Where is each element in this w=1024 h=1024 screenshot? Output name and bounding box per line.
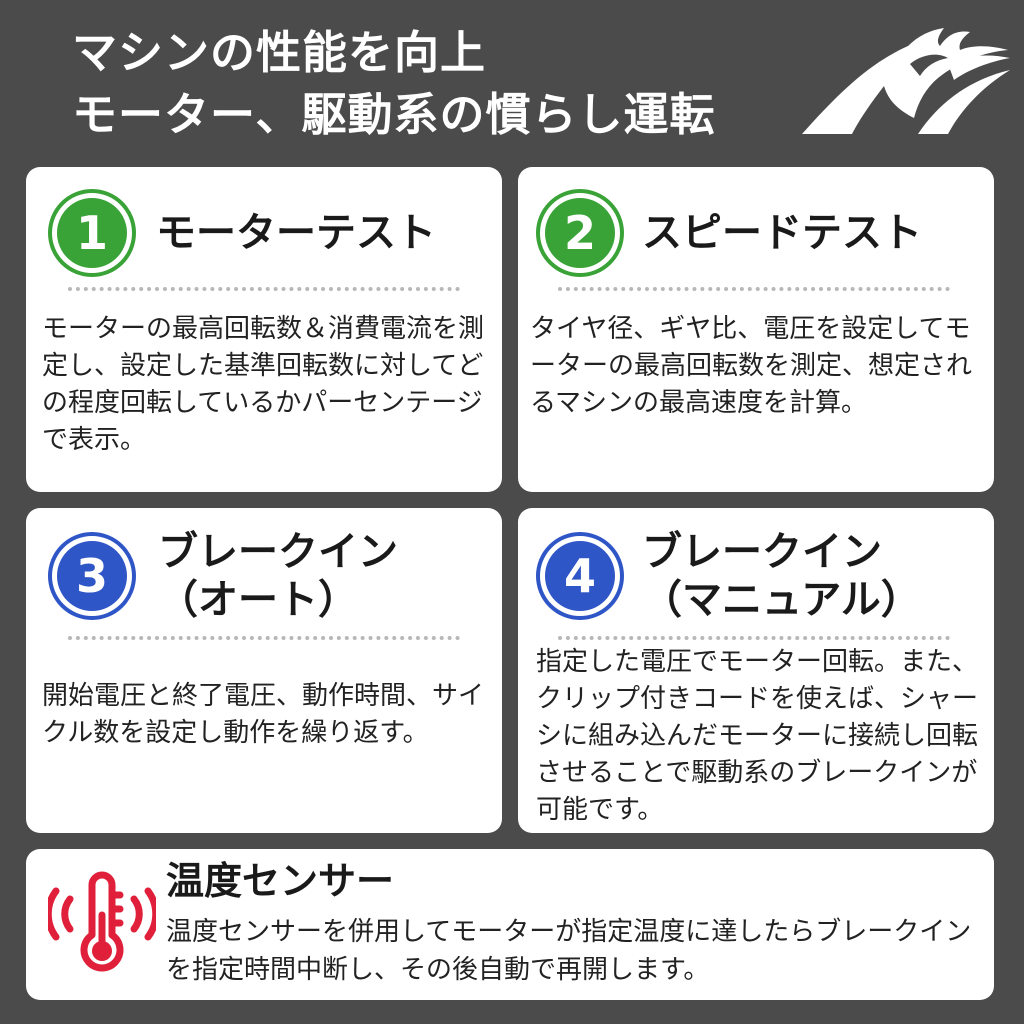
dotted-divider (68, 287, 460, 291)
dotted-divider (68, 636, 460, 640)
headline-line-1: マシンの性能を向上 (72, 26, 487, 79)
dotted-divider (558, 287, 950, 291)
sensor-description: 温度センサーを併用してモーターが指定温度に達したらブレークインを指定時間中断し、… (166, 917, 972, 985)
card-title: スピードテスト (642, 210, 922, 256)
headline-line-2: モーター、駆動系の慣らし運転 (72, 88, 716, 141)
card-title: ブレークイン （マニュアル） (642, 529, 921, 623)
feature-card-speed-test: 2 スピードテスト タイヤ径、ギヤ比、電圧を設定してモーターの最高回転数を測定、… (518, 167, 994, 492)
card-description: モーターの最高回転数＆消費電流を測定し、設定した基準回転数に対してどの程度回転し… (42, 314, 485, 455)
page-headline: マシンの性能を向上 モーター、駆動系の慣らし運転 (72, 22, 716, 146)
number-badge-1: 1 (48, 189, 136, 277)
card-title: モーターテスト (156, 210, 436, 256)
temperature-sensor-card: 温度センサー 温度センサーを併用してモーターが指定温度に達したらブレークインを指… (26, 849, 994, 1000)
card-description: 開始電圧と終了電圧、動作時間、サイクル数を設定し動作を繰り返す。 (42, 681, 485, 748)
card-title: ブレークイン （オート） (158, 529, 398, 623)
number-badge-3: 3 (48, 532, 136, 620)
dotted-divider (558, 636, 950, 640)
thermometer-icon (48, 871, 156, 972)
number-badge-4: 4 (536, 532, 624, 620)
feature-card-motor-test: 1 モーターテスト モーターの最高回転数＆消費電流を測定し、設定した基準回転数に… (26, 167, 502, 492)
feature-card-break-in-manual: 4 ブレークイン （マニュアル） 指定した電圧でモーター回転。また、クリップ付き… (518, 508, 994, 833)
card-description: タイヤ径、ギヤ比、電圧を設定してモーターの最高回転数を測定、想定されるマシンの最… (530, 314, 973, 418)
brand-logo-icon (802, 28, 1010, 134)
sensor-title: 温度センサー (166, 859, 395, 903)
card-description: 指定した電圧でモーター回転。また、クリップ付きコードを使えば、シャーシに組み込ん… (536, 647, 979, 825)
feature-card-break-in-auto: 3 ブレークイン （オート） 開始電圧と終了電圧、動作時間、サイクル数を設定し動… (26, 508, 502, 833)
number-badge-2: 2 (536, 189, 624, 277)
